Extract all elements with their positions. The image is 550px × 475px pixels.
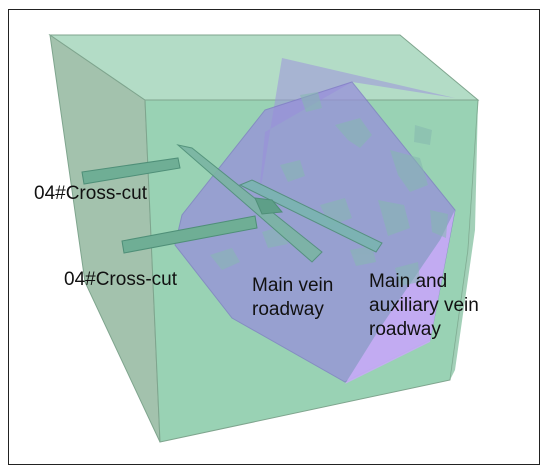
roadway-connector: [254, 197, 283, 215]
label-aux-line2: auxiliary vein: [369, 295, 479, 316]
label-cross-cut-lower: 04#Cross-cut: [64, 269, 177, 290]
roadway-cross-cut-lower: [121, 215, 258, 254]
ore-body-front: [174, 81, 456, 383]
label-aux-line3: roadway: [369, 319, 441, 340]
label-aux-line1: Main and: [369, 271, 448, 292]
ore-body-right: [345, 210, 455, 384]
label-main-vein-line2: roadway: [252, 299, 324, 320]
label-cross-cut-upper: 04#Cross-cut: [34, 183, 147, 204]
roadway-cross-cut-upper: [81, 157, 181, 185]
block-right-edge: [450, 100, 478, 380]
ore-texture: [210, 92, 448, 286]
roadway-main-vein: [176, 144, 323, 263]
roadways: [81, 144, 383, 263]
roadway-auxiliary-vein: [238, 179, 383, 253]
label-main-vein-line1: Main vein: [252, 275, 334, 296]
